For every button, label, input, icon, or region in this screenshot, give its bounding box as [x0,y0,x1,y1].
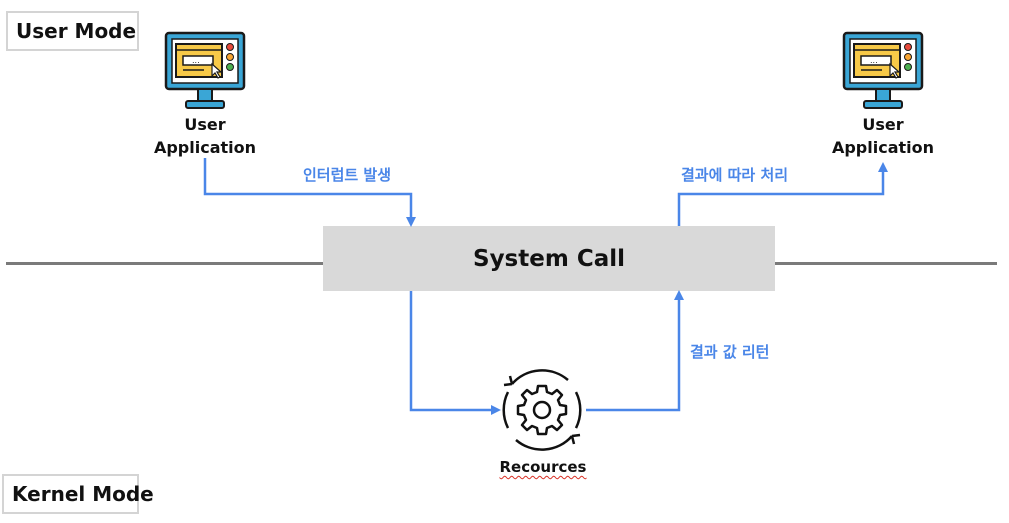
resources-label: Recources [493,458,593,476]
arrow-return-result [586,290,684,412]
mode-divider-left [6,262,323,265]
user-application-label-left: User Application [135,113,275,159]
return-result-label: 결과 값 리턴 [690,343,770,361]
user-mode-label: User Mode [6,11,139,51]
app-label-line2: Application [153,138,257,157]
system-call-label: System Call [473,245,625,272]
mode-divider-right [775,262,997,265]
arrow-handle-result [677,162,888,226]
kernel-mode-label: Kernel Mode [2,474,154,514]
arrow-to-resources [409,291,501,415]
computer-app-icon: ... [164,31,246,109]
app-label-line2: Application [831,138,935,157]
app-label-line1: User [862,115,904,134]
app-label-line1: User [184,115,226,134]
user-application-label-right: User Application [813,113,953,159]
resources-label-text: Recources [499,458,587,476]
interrupt-label: 인터럽트 발생 [303,166,392,184]
svg-text:...: ... [870,56,878,65]
computer-app-icon: ... [842,31,924,109]
arrow-interrupt [203,158,416,227]
handle-result-label: 결과에 따라 처리 [681,166,789,184]
system-call-box: System Call [323,226,775,291]
svg-text:...: ... [192,56,200,65]
